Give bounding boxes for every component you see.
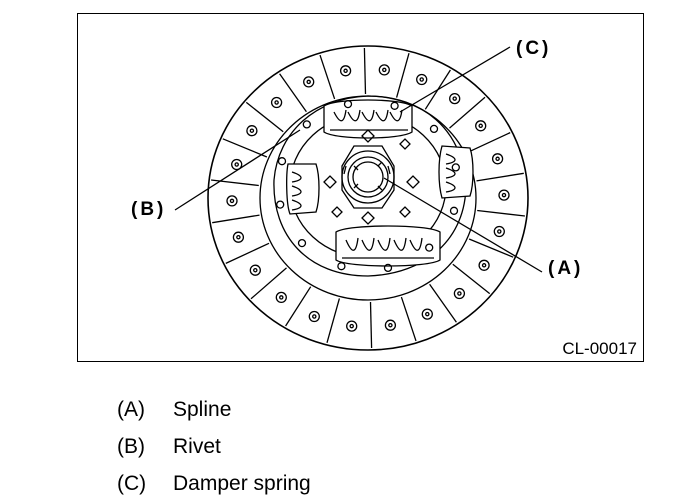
- parts-legend: (A) Spline (B) Rivet (C) Damper spring: [117, 391, 311, 502]
- clutch-disc-figure: (C) (B) (A) CL-00017: [77, 13, 644, 362]
- damper-spring-right: [438, 145, 474, 199]
- spline-hub: [341, 145, 395, 209]
- callout-c-label: (C): [516, 38, 552, 59]
- callout-a-label: (A): [548, 258, 584, 279]
- clutch-disc-drawing: [174, 45, 543, 351]
- legend-key: (C): [117, 471, 147, 495]
- damper-spring-top: [323, 99, 413, 139]
- legend-key: (A): [117, 397, 145, 421]
- figure-code: CL-00017: [562, 339, 637, 358]
- legend-label: Rivet: [173, 434, 221, 458]
- hub-holes: [276, 99, 460, 273]
- facing-rivets: [226, 64, 510, 332]
- friction-facing: [207, 45, 529, 351]
- damper-spring-bottom: [335, 225, 441, 267]
- hub-diamonds: [323, 129, 420, 225]
- damper-spring-left: [286, 163, 320, 215]
- legend-item-rivet: (B) Rivet: [117, 428, 311, 465]
- legend-key: (B): [117, 434, 145, 458]
- legend-item-spline: (A) Spline: [117, 391, 311, 428]
- legend-label: Spline: [173, 397, 232, 421]
- legend-item-damper-spring: (C) Damper spring: [117, 465, 311, 502]
- legend-label: Damper spring: [173, 471, 311, 495]
- facing-grooves: [211, 47, 525, 349]
- callout-b-label: (B): [131, 199, 167, 220]
- leader-lines: [174, 46, 543, 273]
